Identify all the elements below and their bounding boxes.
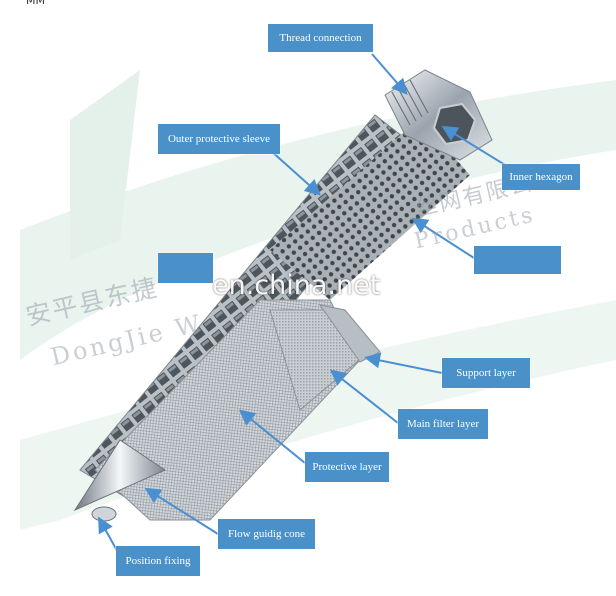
arrow-right-blank [411, 217, 475, 259]
label-support-layer: Support layer [442, 358, 530, 388]
arrow-inner-hexagon [441, 125, 511, 169]
arrow-protective-layer [238, 409, 306, 464]
perforated-tube [270, 118, 470, 300]
arrow-flow-cone [144, 487, 219, 535]
label-blank-right [474, 246, 561, 274]
label-blank-left [158, 253, 213, 283]
position-fixing-part [91, 506, 117, 522]
label-inner-hexagon: Inner hexagon [502, 164, 580, 190]
label-flow-guiding-cone: Flow guidig cone [218, 519, 315, 549]
label-outer-protective-sleeve: Outer protective sleeve [158, 124, 280, 154]
label-protective-layer: Protective layer [305, 452, 389, 482]
top-mark: MM [26, 0, 45, 7]
arrow-thread-connection [371, 53, 408, 96]
filter-cartridge [73, 69, 493, 522]
arrow-outer-sleeve [269, 149, 321, 196]
watermark-site: en.china.net [212, 270, 381, 301]
arrow-main-filter [329, 369, 399, 424]
flow-guiding-cone-part [73, 439, 167, 512]
arrow-support-layer [364, 352, 443, 374]
support-layer-mesh [318, 304, 381, 363]
label-position-fixing: Position fixing [116, 546, 200, 576]
label-main-filter-layer: Main filter layer [398, 409, 488, 439]
label-thread-connection: Thread connection [268, 24, 373, 52]
background-logo-shape [70, 70, 140, 260]
